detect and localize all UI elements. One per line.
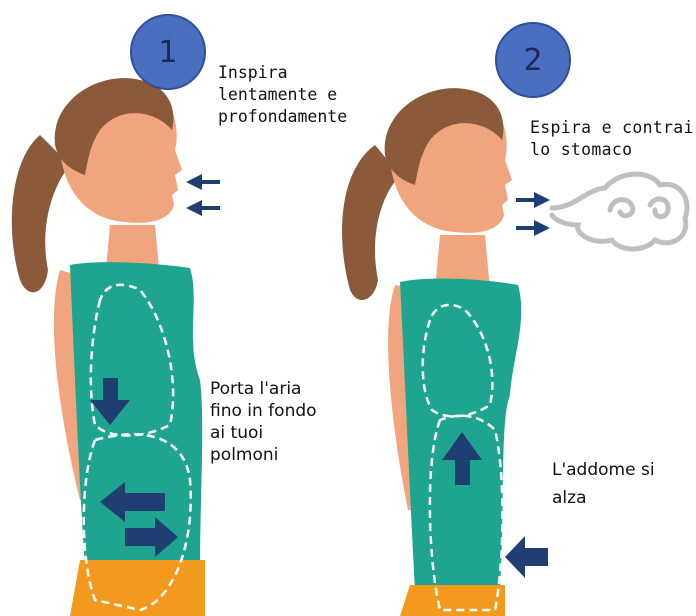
step-1-number: 1: [130, 14, 206, 90]
abdomen-push-arrow-icon: [505, 536, 548, 578]
step-1-effect: Porta l'aria fino in fondo ai tuoi polmo…: [210, 378, 317, 466]
pants-2: [400, 585, 505, 616]
figure-1: [12, 78, 220, 616]
step-2-effect: L'addome si alza: [552, 456, 655, 512]
figure-2: [342, 88, 687, 616]
step-1-instruction: Inspira lentamente e profondamente: [218, 62, 347, 128]
breath-cloud-icon: [552, 174, 687, 249]
exhale-arrow-icon: [516, 200, 542, 228]
top-1: [70, 262, 202, 565]
inhale-arrow-icon: [194, 182, 220, 208]
step-2-number: 2: [495, 22, 571, 98]
step-2-instruction: Espira e contrai lo stomaco: [530, 117, 694, 161]
